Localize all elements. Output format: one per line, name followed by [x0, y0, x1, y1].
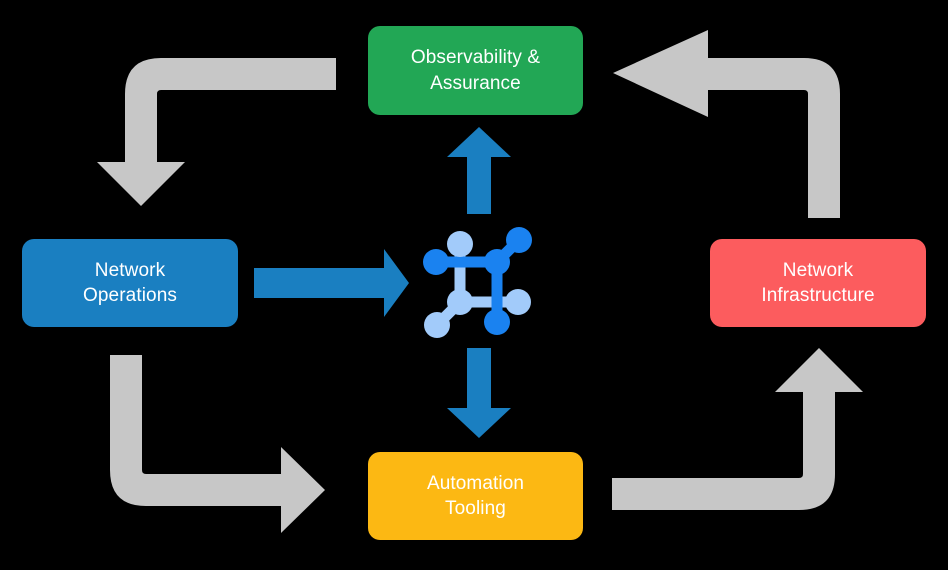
blue-arrow-operations-to-center: [254, 249, 409, 317]
node-label-network-infrastructure: Network Infrastructure: [761, 259, 875, 306]
gray-arrow-automation-to-infrastructure: [612, 348, 863, 510]
gray-arrow-infrastructure-to-observability: [613, 30, 840, 218]
node-box-automation-tooling[interactable]: Automation Tooling: [368, 452, 583, 540]
node-box-network-operations[interactable]: Network Operations: [22, 239, 238, 327]
node-box-observability-assurance[interactable]: Observability & Assurance: [368, 26, 583, 115]
node-label-automation-tooling: Automation Tooling: [426, 472, 525, 519]
gray-arrow-operations-to-automation: [110, 355, 325, 533]
topology-light-nodes: [424, 231, 531, 338]
blue-arrow-center-to-observability: [447, 127, 511, 214]
gray-arrow-observability-to-operations: [97, 58, 336, 206]
topology-dark-nodes: [423, 227, 532, 335]
network-topology-icon: [423, 227, 532, 338]
blue-arrow-center-to-automation: [447, 348, 511, 438]
node-label-network-operations: Network Operations: [83, 259, 177, 306]
node-box-network-infrastructure[interactable]: Network Infrastructure: [710, 239, 926, 327]
node-label-observability-assurance: Observability & Assurance: [410, 47, 541, 94]
